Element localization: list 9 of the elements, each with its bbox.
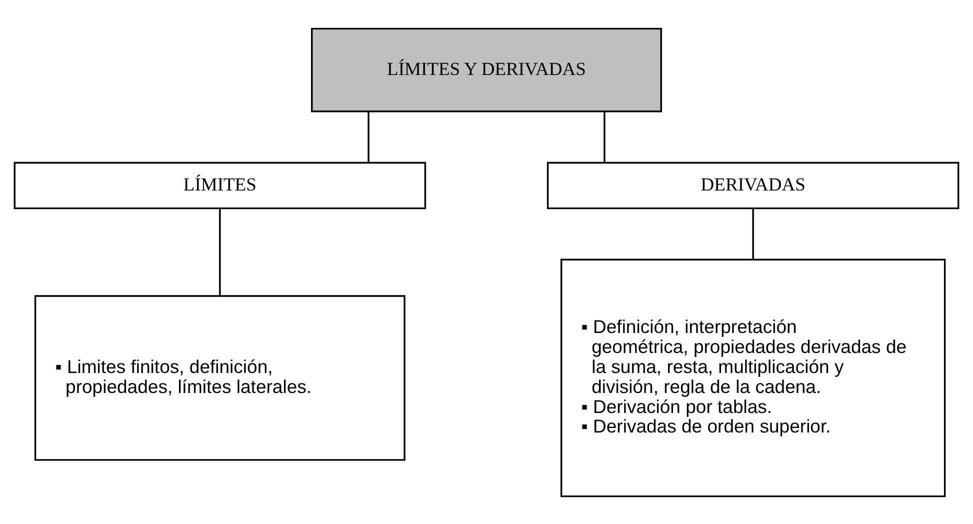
node-box: LÍMITES (14, 161, 426, 209)
node-box: LÍMITES Y DERIVADAS (311, 27, 662, 112)
connector (219, 208, 221, 296)
node-box: ▪ Definición, interpretación geométrica, propiedades derivadas de la suma, resta, multiplicación y división, regla de la cadena. ▪ Derivación por tablas. ▪ Derivadas de orden superior. (560, 258, 946, 497)
connector (604, 111, 606, 162)
node-box: DERIVADAS (546, 161, 960, 209)
connector (752, 208, 754, 259)
connector (368, 111, 370, 162)
node-box: ▪ Limites finitos, definición, propiedades, límites laterales. (34, 294, 406, 460)
